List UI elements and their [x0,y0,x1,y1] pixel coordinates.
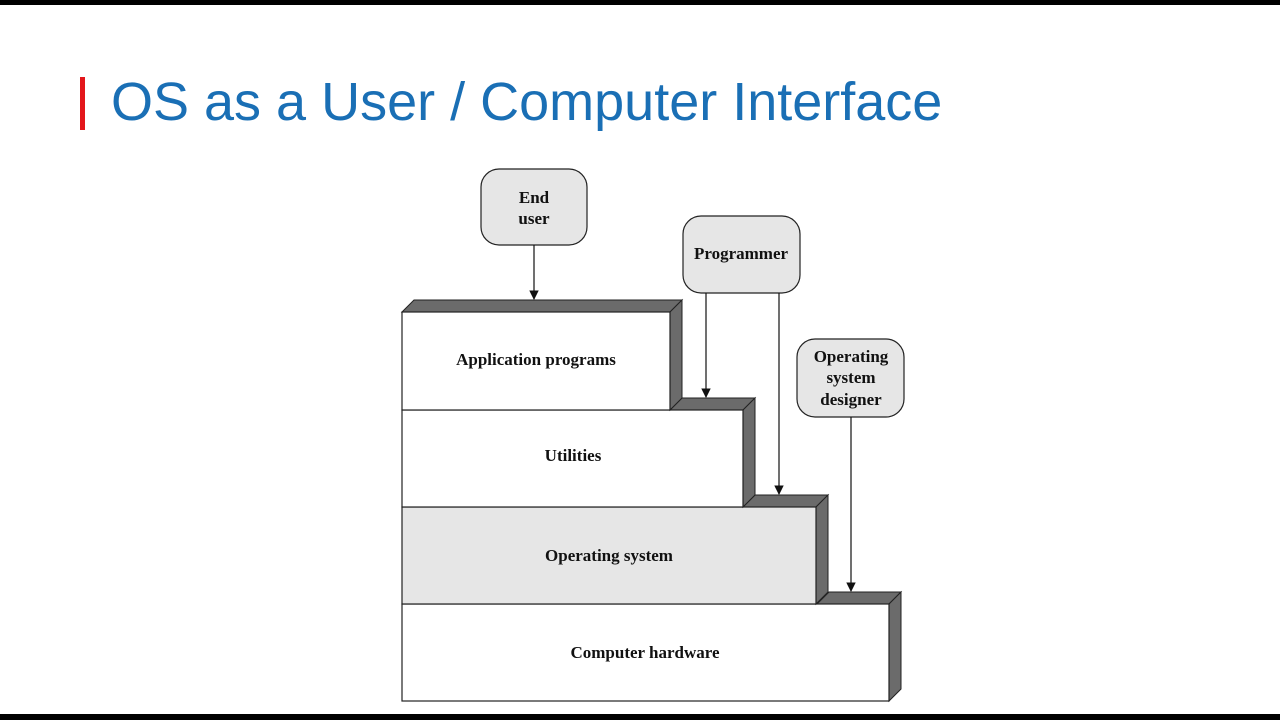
bottom-border [0,714,1280,720]
os-designer-label-line3: designer [820,390,882,409]
top-border [0,0,1280,5]
slide-title-prefix: OS as a [111,72,322,132]
title-accent-bar [80,77,85,130]
layer-label-utilities: Utilities [545,446,602,465]
layer-application-programs: Application programs [400,298,684,412]
actor-end-user: End user [480,168,588,246]
programmer-label: Programmer [694,244,789,263]
layer-label-computer-hardware: Computer hardware [570,643,720,662]
layer-operating-system: Operating system [401,493,830,606]
layer-utilities: Utilities [401,396,757,509]
os-designer-label-line1: Operating [814,347,889,366]
end-user-label-line2: user [518,209,550,228]
slide-title: OS as a User / Computer Interface [111,70,942,134]
actor-programmer: Programmer [682,215,801,294]
actor-os-designer: Operating system designer [796,338,905,418]
layer-computer-hardware: Computer hardware [401,590,903,703]
end-user-label-line1: End [519,188,550,207]
os-designer-label-line2: system [826,368,875,387]
slide-title-emphasis: User / Computer Interface [321,72,943,132]
layer-label-operating-system: Operating system [545,546,673,565]
layer-label-application-programs: Application programs [456,350,616,369]
